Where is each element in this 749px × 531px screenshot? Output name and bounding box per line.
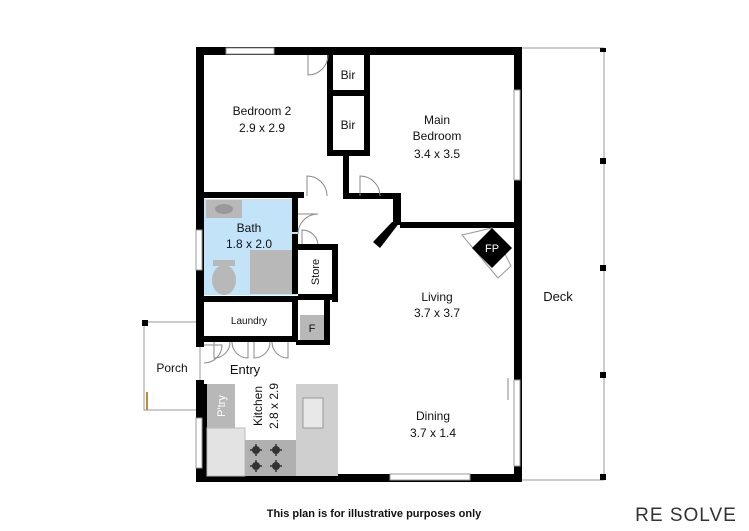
main-bedroom-name-line2: Bedroom xyxy=(413,129,462,143)
dining-name: Dining xyxy=(416,409,450,423)
bench-left xyxy=(206,427,246,477)
fp-label: FP xyxy=(485,243,499,255)
bir-bottom-label: Bir xyxy=(341,118,356,132)
burner-icon xyxy=(250,460,262,472)
shower xyxy=(250,250,292,294)
main-bedroom-name-line1: Main xyxy=(424,113,450,127)
entry-label: Entry xyxy=(230,362,261,377)
bedroom2-size: 2.9 x 2.9 xyxy=(239,121,285,135)
porch-label: Porch xyxy=(156,361,187,375)
windows xyxy=(195,47,521,481)
deck-area xyxy=(517,47,606,481)
pantry-label: P'try xyxy=(216,395,228,417)
toilet-cistern xyxy=(213,260,235,266)
f-label: F xyxy=(309,323,316,335)
burner-icon xyxy=(270,460,282,472)
basin xyxy=(215,204,233,214)
resolve-logo: RE SOLVE xyxy=(635,505,737,526)
bir-top-label: Bir xyxy=(341,68,356,82)
kitchen-size: 2.8 x 2.9 xyxy=(267,383,281,429)
laundry-label: Laundry xyxy=(231,316,267,327)
f-cupboard xyxy=(300,315,324,340)
sink xyxy=(302,397,324,429)
kitchen-name: Kitchen xyxy=(251,386,265,426)
burner-icons xyxy=(250,444,282,472)
cooktop xyxy=(245,440,296,476)
toilet xyxy=(212,265,236,295)
burner-icon xyxy=(250,444,262,456)
bath-size: 1.8 x 2.0 xyxy=(226,237,272,251)
bath-fixtures xyxy=(206,200,292,295)
living-name: Living xyxy=(421,290,452,304)
bath-name: Bath xyxy=(237,221,262,235)
porch-area xyxy=(142,320,201,411)
doors xyxy=(203,54,509,400)
main-bedroom-size: 3.4 x 3.5 xyxy=(414,147,460,161)
store-label: Store xyxy=(310,259,322,285)
living-size: 3.7 x 3.7 xyxy=(414,306,460,320)
deck-label: Deck xyxy=(543,289,573,304)
fireplace xyxy=(461,227,512,279)
disclaimer: This plan is for illustrative purposes o… xyxy=(267,508,482,520)
kitchen-fixtures xyxy=(206,384,338,477)
pantry-cupboard xyxy=(207,384,235,428)
bedroom2-name: Bedroom 2 xyxy=(233,104,292,118)
dining-size: 3.7 x 1.4 xyxy=(410,426,456,440)
burner-icon xyxy=(270,444,282,456)
